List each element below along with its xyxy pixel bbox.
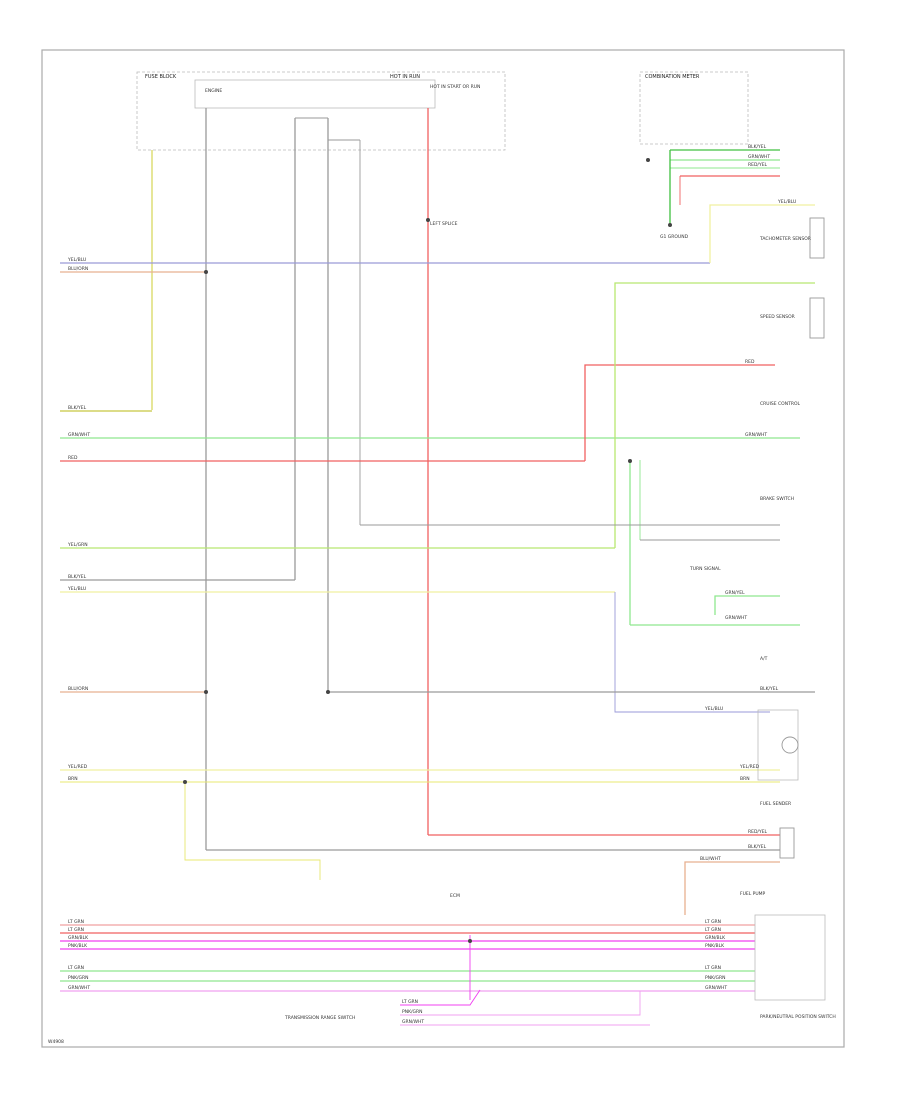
right-label-r12: BRN	[740, 776, 750, 782]
horizontal-wires	[60, 262, 815, 851]
right-components	[754, 217, 826, 1001]
page-code: W4908	[48, 1039, 64, 1045]
wire-label-w12: LT GRN	[68, 919, 84, 925]
right-label-r14: BLK/YEL	[748, 844, 767, 850]
right-label-r11: YEL/RED	[739, 764, 760, 770]
wire-label-w17: PNK/GRN	[68, 975, 89, 981]
bottom-bus	[60, 924, 755, 1026]
right-label-r6: GRN/WHT	[745, 432, 767, 438]
wire-label-w14: GRN/BLK	[68, 935, 89, 941]
fuse-block-label: FUSE BLOCK	[145, 74, 177, 80]
trans-range-switch-label: TRANSMISSION RANGE SWITCH	[284, 1015, 355, 1021]
brake-switch-label: BRAKE SWITCH	[760, 496, 794, 502]
wire-label-w11: BRN	[68, 776, 78, 782]
wire-label-w16: LT GRN	[68, 965, 84, 971]
wire-label-w18: GRN/WHT	[68, 985, 90, 991]
right-label-r13: RED/YEL	[748, 829, 768, 835]
right-label-r20: LT GRN	[705, 965, 721, 971]
bottom-label-b3: GRN/WHT	[402, 1019, 424, 1025]
right-label-r2: GRN/WHT	[748, 154, 770, 160]
wire-label-w8: YEL/BLU	[67, 586, 86, 592]
speed-sensor-label: SPEED SENSOR	[760, 314, 795, 320]
auto-trans-label: A/T	[760, 656, 768, 662]
wire-label-w7: BLK/YEL	[68, 574, 87, 580]
right-label-r5: RED	[745, 359, 755, 365]
left-splice-label: LEFT SPLICE	[430, 221, 458, 227]
right-label-r19: PNK/BLK	[705, 943, 725, 949]
right-label-r22: GRN/WHT	[705, 985, 727, 991]
fuel-sender-label: FUEL SENDER	[760, 801, 791, 807]
wire-label-w15: PNK/BLK	[68, 943, 88, 949]
engine-box-label: ENGINE	[205, 88, 222, 94]
hot-run-label: HOT IN RUN	[390, 74, 420, 80]
wire-label-w9: BLU/ORN	[68, 686, 88, 692]
bottom-label-b1: LT GRN	[402, 999, 418, 1005]
right-label-r15: BLU/WHT	[700, 856, 721, 862]
right-side-wires	[184, 149, 815, 915]
right-wire-labels: BLK/YEL GRN/WHT RED/YEL YEL/BLU RED GRN/…	[700, 144, 796, 991]
right-label-r18: GRN/BLK	[705, 935, 726, 941]
wire-label-w13: LT GRN	[68, 927, 84, 933]
cruise-control-label: CRUISE CONTROL	[760, 401, 800, 407]
right-label-r16: LT GRN	[705, 919, 721, 925]
right-label-r17: LT GRN	[705, 927, 721, 933]
wire-label-w1: YEL/BLU	[67, 257, 86, 263]
combination-meter-label: COMBINATION METER	[645, 74, 700, 80]
bottom-label-b2: PNK/GRN	[402, 1009, 423, 1015]
wire-label-w4: GRN/WHT	[68, 432, 90, 438]
right-label-r10: YEL/BLU	[704, 706, 723, 712]
wire-label-w6: YEL/GRN	[67, 542, 88, 548]
right-label-r7: GRN/YEL	[725, 590, 745, 596]
turn-signal-label: TURN SIGNAL	[689, 566, 721, 572]
right-label-r21: PNK/GRN	[705, 975, 726, 981]
hot-start-label: HOT IN START OR RUN	[430, 84, 480, 90]
splice-dots	[183, 158, 672, 943]
fuel-pump-label: FUEL PUMP	[740, 891, 766, 897]
wire-label-w2: BLU/ORN	[68, 266, 88, 272]
right-label-r3: RED/YEL	[748, 162, 768, 168]
bottom-switch-labels: LT GRN PNK/GRN GRN/WHT	[402, 999, 424, 1025]
right-label-r1: BLK/YEL	[748, 144, 767, 150]
wire-label-w3: BLK/YEL	[68, 405, 87, 411]
wire-label-w10: YEL/RED	[67, 764, 88, 770]
fuse-block-area: FUSE BLOCK HOT IN RUN ENGINE HOT IN STAR…	[136, 71, 749, 151]
right-label-r9: BLK/YEL	[760, 686, 779, 692]
ground-label: G1 GROUND	[660, 234, 689, 240]
park-neutral-switch-label: PARK/NEUTRAL POSITION SWITCH	[760, 1014, 836, 1020]
fuse-drops	[151, 108, 429, 850]
right-label-r8: GRN/WHT	[725, 615, 747, 621]
tachometer-sensor-label: TACHOMETER SENSOR	[759, 236, 811, 242]
left-wire-labels: YEL/BLU BLU/ORN BLK/YEL GRN/WHT RED YEL/…	[67, 257, 90, 991]
diagram-frame	[41, 49, 845, 1048]
right-label-r4: YEL/BLU	[777, 199, 796, 205]
wire-label-w5: RED	[68, 455, 78, 461]
ecm-label: ECM	[450, 893, 460, 899]
